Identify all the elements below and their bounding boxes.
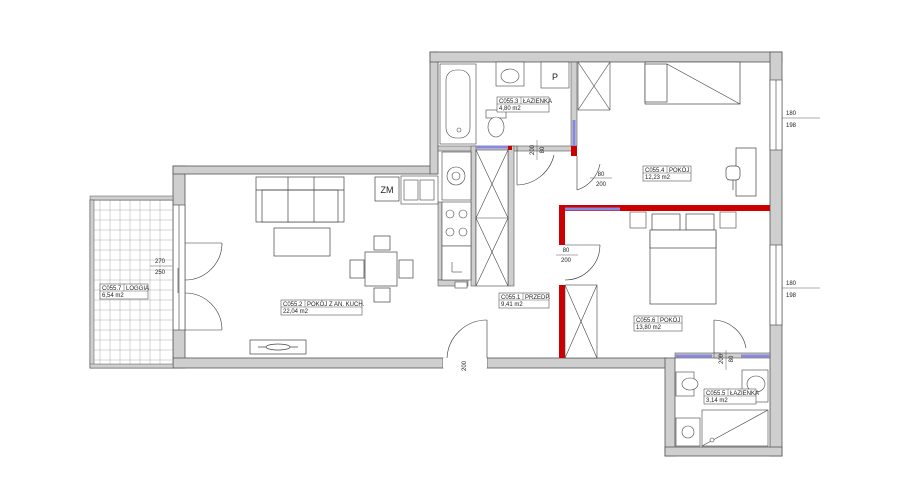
- dim-door-room2-w: 80: [563, 248, 570, 254]
- bed-1: [644, 61, 741, 105]
- dim-door-bath1-w: 80: [540, 146, 546, 153]
- dining-set: [349, 235, 414, 303]
- zm-label: ZM: [381, 185, 394, 195]
- doors: [446, 146, 747, 359]
- hall-closet: [475, 149, 509, 287]
- dim-door-room2-h: 200: [561, 258, 572, 264]
- windows: [172, 79, 783, 331]
- dim-balcony-bottom: 250: [155, 270, 166, 276]
- hall-area: 9,41 m2: [501, 302, 523, 308]
- dim-window2-top: 180: [786, 281, 797, 287]
- p-label: P: [552, 72, 558, 82]
- dim-door-room1-w: 80: [598, 172, 605, 178]
- zm-box: ZM: [374, 176, 400, 202]
- entrance-gap: [443, 358, 487, 368]
- living-area: 22,04 m2: [283, 309, 309, 315]
- glazing: [476, 120, 770, 358]
- balcony-door: [177, 242, 223, 331]
- bath2-area: 3,14 m2: [706, 398, 728, 404]
- label-bath1: C055.3 ŁAZIENKA 4,80 m2: [496, 96, 552, 113]
- label-room2: C055.6 POKÓJ 13,80 m2: [633, 315, 683, 332]
- dim-door-entry-h: 200: [462, 360, 468, 371]
- room1-code: C055.4: [645, 168, 665, 174]
- living-code: C055.2: [283, 302, 303, 308]
- label-room1: C055.4 POKÓJ 12,23 m2: [642, 165, 692, 182]
- bath1-area: 4,80 m2: [499, 106, 521, 112]
- bed-2: [649, 213, 717, 305]
- hall-name: PRZEDP.: [525, 295, 551, 301]
- nightstands: [629, 211, 737, 229]
- room-labels: C055.7 LOGGIA 6,54 m2 C055.2 POKÓJ Z AN.…: [99, 96, 759, 405]
- loggia-area: 6,54 m2: [102, 293, 124, 299]
- room2-area: 13,80 m2: [636, 325, 662, 331]
- dim-door-bath1-h: 200: [530, 144, 536, 155]
- tv-unit: [249, 339, 307, 355]
- hall-code: C055.1: [501, 295, 521, 301]
- loggia-code: C055.7: [102, 286, 122, 292]
- loggia: [89, 195, 174, 369]
- room2-name: POKÓJ: [660, 317, 680, 324]
- room1-area: 12,23 m2: [645, 175, 671, 181]
- bath2-code: C055.5: [706, 391, 726, 397]
- bath1-fixtures: [439, 61, 611, 145]
- sofa: [255, 176, 345, 223]
- dim-window1-top: 180: [786, 111, 797, 117]
- dim-door-bath2-w: 80: [729, 355, 735, 362]
- dim-window1-bottom: 198: [786, 123, 797, 129]
- label-hall: C055.1 PRZEDP. 9,41 m2: [498, 292, 551, 309]
- room1-name: POKÓJ: [669, 167, 689, 174]
- bath1-name: ŁAZIENKA: [523, 99, 552, 105]
- bath1-code: C055.3: [499, 99, 519, 105]
- dim-door-room1-h: 200: [596, 182, 607, 188]
- coffee-table: [273, 227, 331, 257]
- living-name: POKÓJ Z AN. KUCH.: [307, 301, 365, 308]
- kitchen: [400, 151, 472, 289]
- dim-balcony-top: 270: [155, 259, 166, 265]
- dim-window2-bottom: 198: [786, 293, 797, 299]
- hall-closet-2: [564, 284, 598, 359]
- new-walls: [508, 146, 770, 358]
- bath2-name: ŁAZIENKA: [730, 391, 759, 397]
- label-loggia: C055.7 LOGGIA 6,54 m2: [99, 283, 149, 300]
- dim-door-bath2-h: 200: [719, 353, 725, 364]
- desk-1: [725, 147, 757, 197]
- loggia-name: LOGGIA: [126, 286, 149, 292]
- label-bath2: C055.5 ŁAZIENKA 3,14 m2: [703, 388, 759, 405]
- room2-code: C055.6: [636, 318, 656, 324]
- bath2-fixtures: [675, 369, 769, 447]
- dimension-marks: 270 250 180 198 180 198 80 200 80 200 20…: [150, 111, 820, 371]
- label-living: C055.2 POKÓJ Z AN. KUCH. 22,04 m2: [280, 299, 365, 316]
